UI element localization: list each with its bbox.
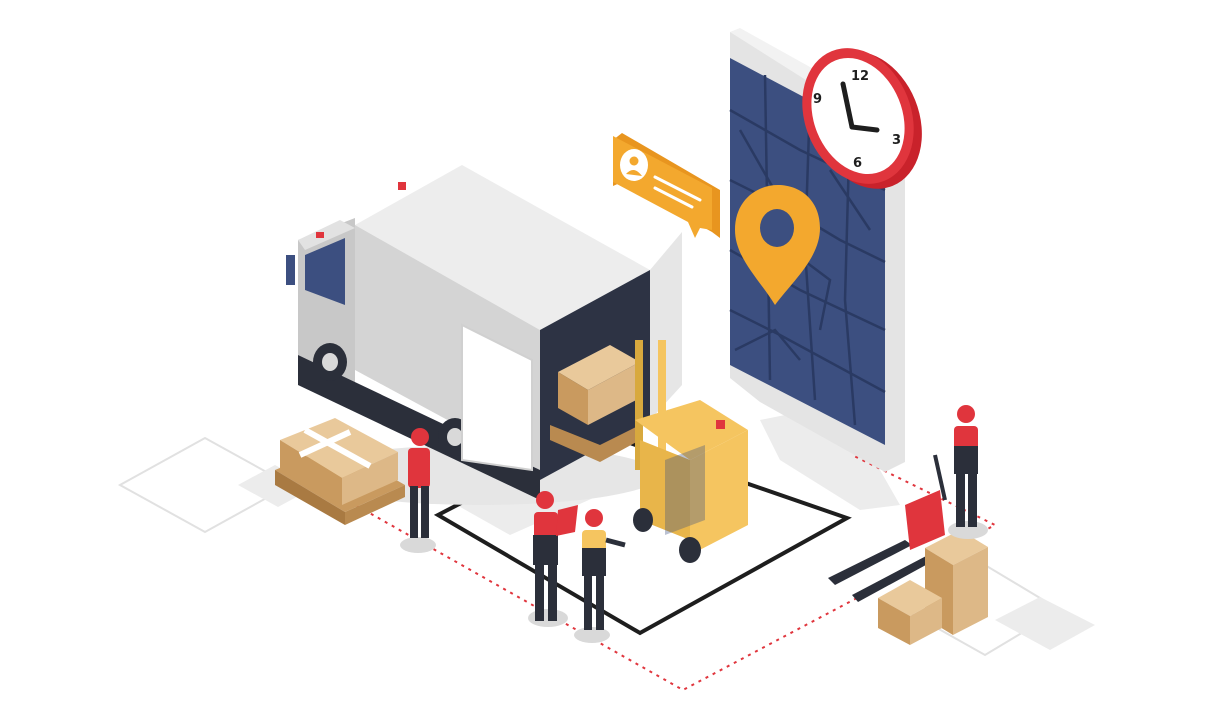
truck-cargo-boxes [550, 345, 640, 462]
clock-numeral-6: 6 [853, 156, 862, 171]
delivery-truck [286, 165, 682, 505]
map-pin-icon [735, 185, 820, 305]
worker-with-clipboard [528, 491, 578, 627]
chat-bubble-icon [613, 133, 720, 238]
clock-numeral-3: 3 [892, 133, 901, 148]
worker-pointing [574, 509, 626, 643]
pallet-boxes-left [275, 418, 405, 525]
forklift [633, 340, 748, 563]
stacked-boxes-right [878, 530, 988, 645]
clock-numeral-12: 12 [851, 69, 869, 84]
pallet-jack [828, 454, 947, 602]
worker-with-pallet-jack [948, 405, 988, 539]
worker-with-phone [400, 428, 436, 553]
clock-numeral-9: 9 [813, 92, 822, 107]
user-icon [620, 149, 648, 181]
clock-icon: 12 3 6 9 [802, 48, 922, 189]
